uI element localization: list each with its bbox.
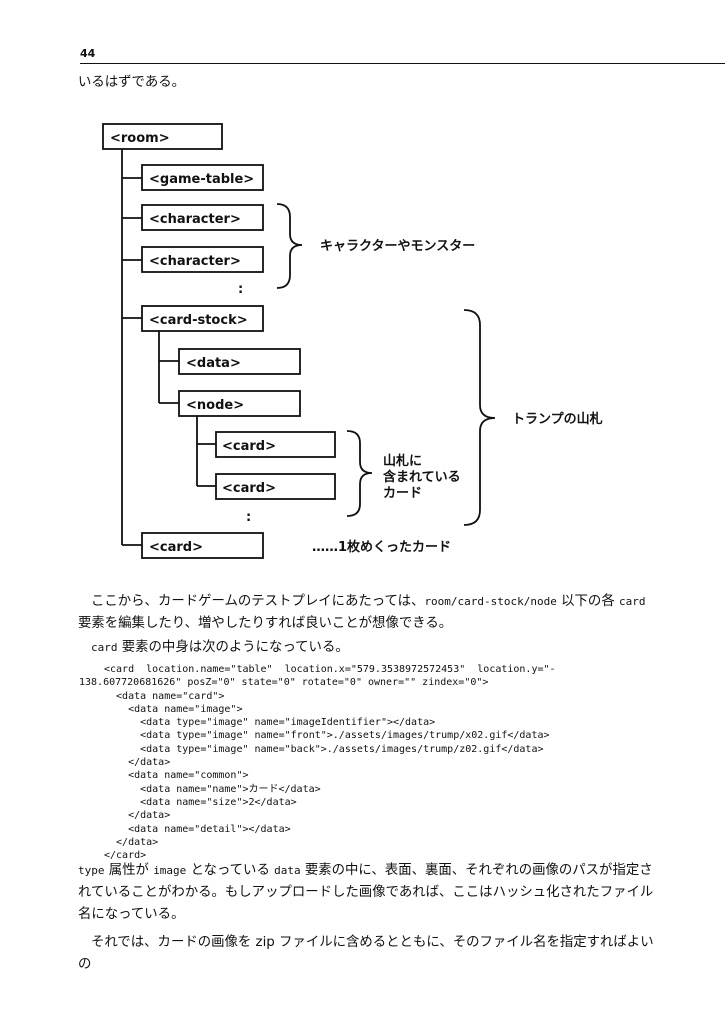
brace-characters xyxy=(276,203,303,289)
node-box-character-2 xyxy=(141,246,264,273)
connector-card-stock xyxy=(158,331,179,404)
code-line: <data name="size">2</data> xyxy=(104,796,297,808)
node-card-1: <card> xyxy=(222,439,276,454)
label-in-deck-line2: 含まれている xyxy=(382,469,461,485)
code-line: <data name="image"> xyxy=(104,703,243,715)
paragraph-2-code-card: card xyxy=(91,641,118,654)
node-box-character-1 xyxy=(141,204,264,231)
lead-sentence: いるはずである。 xyxy=(78,75,185,90)
code-line: <data type="image" name="back">./assets/… xyxy=(104,743,544,755)
code-line: 138.607720681626" posZ="0" state="0" rot… xyxy=(79,677,489,689)
paragraph-1: ここから、カードゲームのテストプレイにあたっては、room/card-stock… xyxy=(78,591,658,635)
node-card-3: <card> xyxy=(149,540,203,555)
node-character-2: <character> xyxy=(149,254,241,269)
paragraph-1-code-card: card xyxy=(618,595,646,608)
paragraph-4: それでは、カードの画像を zip ファイルに含めるとともに、そのファイル名を指定… xyxy=(78,935,654,972)
paragraph-1-text-b: 以下の各 xyxy=(556,594,619,609)
brace-deck xyxy=(463,309,496,526)
label-in-deck-line3: カード xyxy=(383,486,422,501)
node-box-card-3 xyxy=(141,532,264,559)
code-block: <card location.name="table" location.x="… xyxy=(79,663,644,862)
code-line: </card> xyxy=(104,850,147,862)
ellipsis-characters: : xyxy=(238,282,243,297)
header-rule xyxy=(80,63,725,64)
paragraph-3-code-image: image xyxy=(153,864,187,877)
brace-in-deck xyxy=(346,430,373,517)
node-box-node xyxy=(178,390,301,417)
paragraph-3-code-type: type xyxy=(78,864,105,877)
page-number: 44 xyxy=(80,47,96,60)
node-game-table: <game-table> xyxy=(149,172,254,187)
label-turned-card: ……1枚めくったカード xyxy=(312,539,451,555)
paragraph-3-text-a: 属性が xyxy=(104,863,154,878)
code-line: <card location.name="table" location.x="… xyxy=(104,664,556,675)
node-node: <node> xyxy=(186,398,244,413)
node-character-1: <character> xyxy=(149,212,241,227)
code-line: <data name="detail"></data> xyxy=(104,823,291,835)
node-card-2: <card> xyxy=(222,481,276,496)
code-line: <data name="common"> xyxy=(104,770,249,782)
node-box-data xyxy=(178,348,301,375)
label-characters: キャラクターやモンスター xyxy=(320,239,475,254)
ellipsis-cards: : xyxy=(246,510,251,525)
paragraph-3-text-c: 要素の中に、表面、裏面、それぞれの画像のパスが指定されていることがわかる。もしア… xyxy=(78,863,654,922)
paragraph-1-text-a: ここから、カードゲームのテストプレイにあたっては、 xyxy=(91,594,425,609)
code-line: <data name="name">カード</data> xyxy=(104,783,321,795)
node-box-card-stock xyxy=(141,305,264,332)
node-room: <room> xyxy=(110,131,170,146)
node-box-game-table xyxy=(141,164,264,191)
code-line: <data type="image" name="imageIdentifier… xyxy=(104,717,436,729)
paragraph-1-code-path: room/card-stock/node xyxy=(424,595,557,608)
node-box-card-1 xyxy=(215,431,336,458)
xml-tree-diagram: <room> <game-table> <character> <charact… xyxy=(102,123,603,559)
code-line: <data type="image" name="front">./assets… xyxy=(104,730,550,742)
paragraph-3-code-data: data xyxy=(274,864,301,877)
paragraph-1-text-c: 要素を編集したり、増やしたりすれば良いことが想像できる。 xyxy=(78,616,453,631)
code-line: </data> xyxy=(104,757,171,769)
paragraph-3: type 属性が image となっている data 要素の中に、表面、裏面、そ… xyxy=(78,860,658,926)
connector-room xyxy=(121,149,142,546)
connector-node xyxy=(196,416,216,487)
paragraph-2: card 要素の中身は次のようになっている。 xyxy=(78,637,658,659)
node-data: <data> xyxy=(186,356,241,371)
node-box-card-2 xyxy=(215,473,336,500)
node-card-stock: <card-stock> xyxy=(149,313,248,328)
paragraph-2-text: 要素の中身は次のようになっている。 xyxy=(117,640,349,655)
label-in-deck-line1: 山札に xyxy=(383,453,422,469)
code-line: <data name="card"> xyxy=(104,690,225,702)
paragraph-3-text-b: となっている xyxy=(186,863,275,878)
code-line: </data> xyxy=(104,836,159,848)
code-line: </data> xyxy=(104,810,171,822)
node-box-room xyxy=(102,123,223,150)
label-deck: トランプの山札 xyxy=(512,411,603,427)
